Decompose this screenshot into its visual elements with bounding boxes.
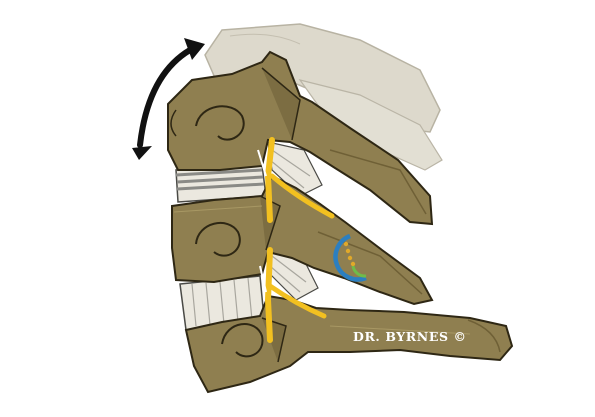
- top-vertebra: [167, 50, 434, 226]
- curved-double-arrow-icon: [132, 38, 205, 160]
- intervertebral-discs: [175, 141, 323, 331]
- spine-logo-icon: [333, 233, 367, 282]
- spinal-nerves: [257, 137, 335, 343]
- credit-text: DR. BYRNES ©: [353, 329, 467, 344]
